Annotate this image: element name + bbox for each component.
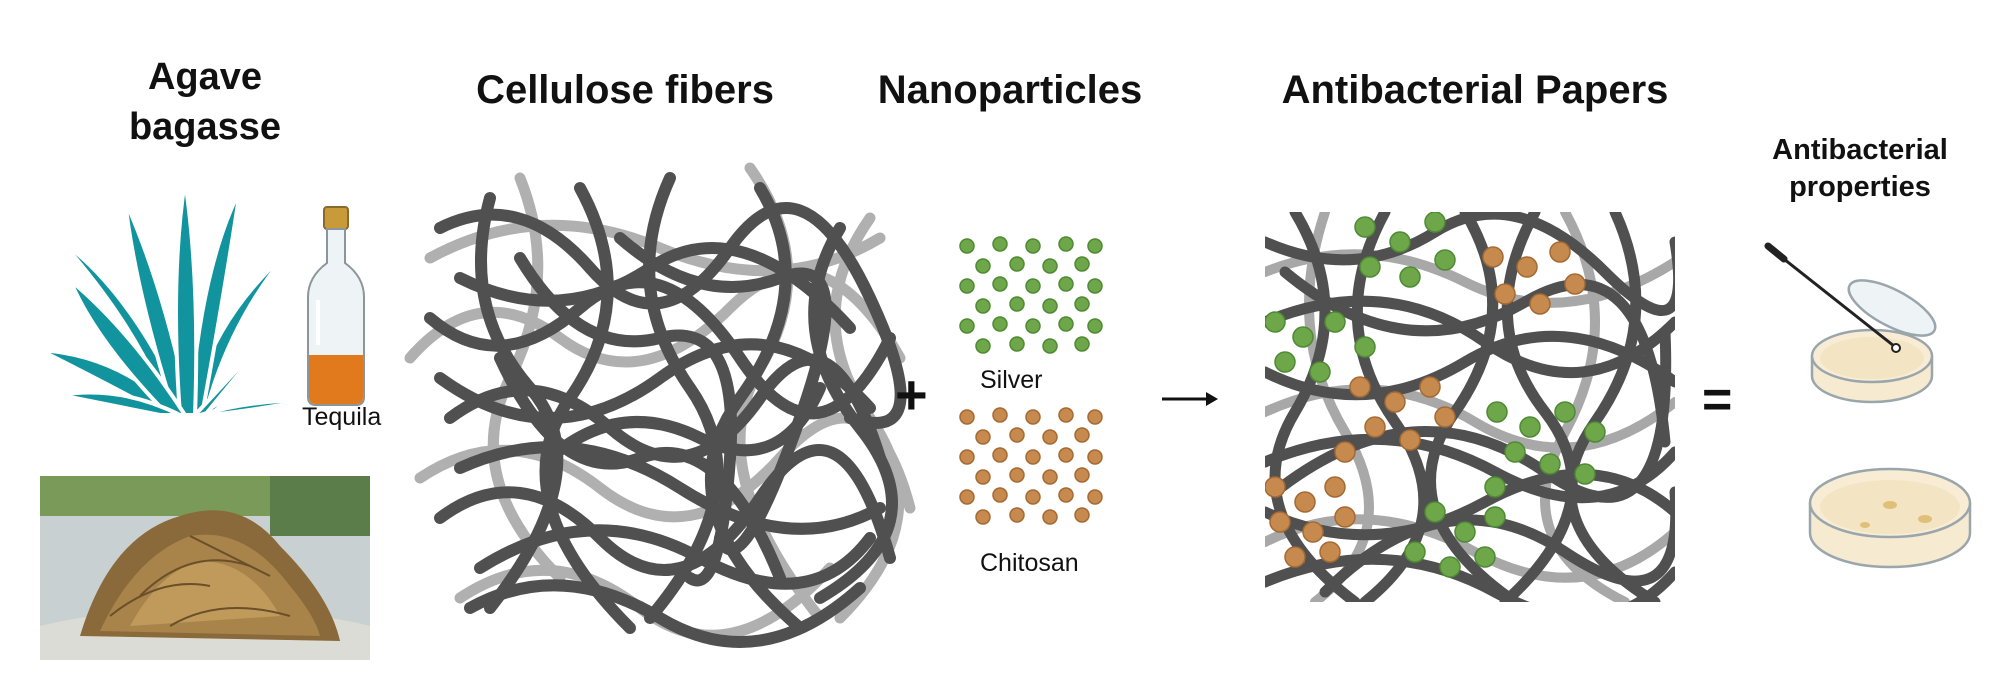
antibacterial-paper — [1265, 212, 1675, 602]
petri-dish-colonies-icon — [1808, 467, 1972, 569]
silver-nanoparticles — [959, 236, 1103, 354]
arrow-icon — [1162, 392, 1218, 406]
agave-title: Agave bagasse — [90, 52, 320, 152]
nanoparticles-title: Nanoparticles — [877, 68, 1143, 112]
properties-title: Antibacterial properties — [1755, 132, 1965, 206]
properties-title-line1: Antibacterial — [1772, 134, 1948, 166]
silver-label: Silver — [980, 366, 1043, 394]
plus-sign: + — [895, 363, 928, 426]
properties-title-line2: properties — [1789, 171, 1931, 203]
agave-title-line2: bagasse — [128, 106, 282, 148]
papers-title: Antibacterial Papers — [1281, 68, 1669, 112]
cellulose-title: Cellulose fibers — [476, 68, 774, 112]
tequila-bottle-icon — [307, 206, 365, 406]
chitosan-label: Chitosan — [980, 549, 1079, 577]
petri-dish-swab-icon — [1764, 242, 1937, 404]
equals-sign: = — [1702, 371, 1733, 429]
cellulose-fiber-network — [404, 162, 916, 648]
agave-plant-icon — [40, 180, 317, 417]
bagasse-photo — [40, 476, 370, 660]
tequila-label: Tequila — [302, 403, 382, 431]
chitosan-nanoparticles — [959, 407, 1103, 525]
agave-title-line1: Agave — [147, 56, 263, 98]
